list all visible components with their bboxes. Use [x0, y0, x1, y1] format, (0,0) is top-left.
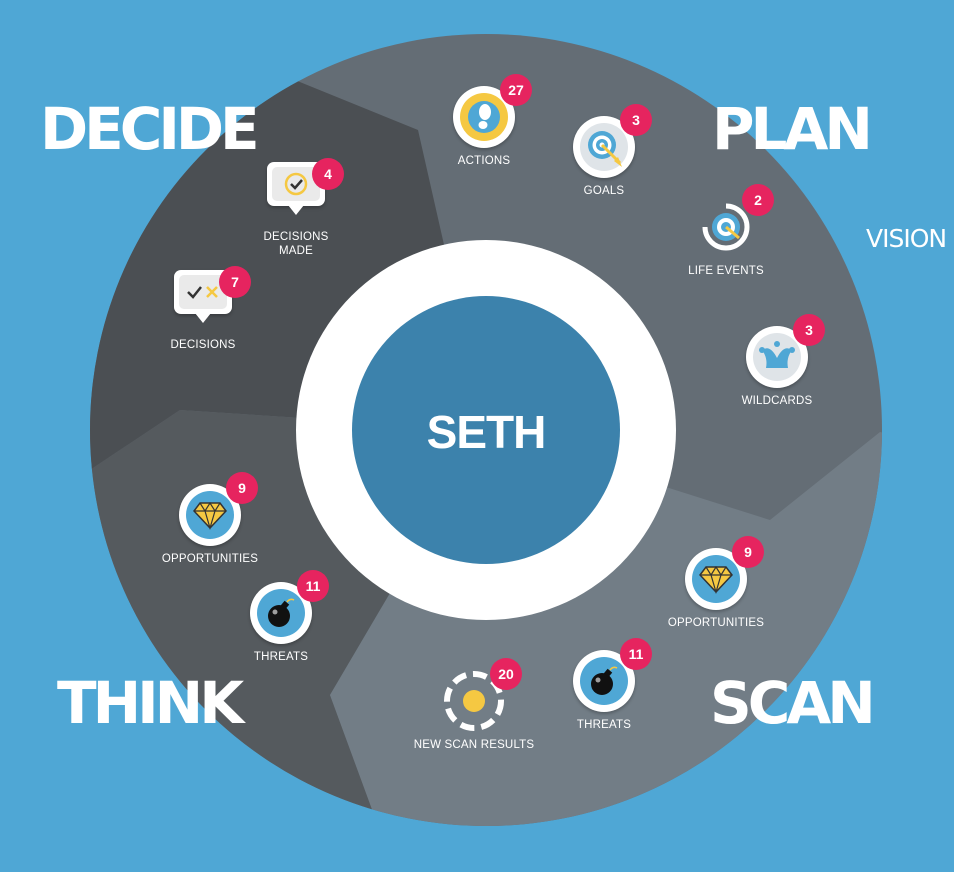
footprint-icon: [468, 101, 500, 133]
quadrant-label-scan[interactable]: SCAN: [710, 669, 876, 737]
life-events-count-badge: 2: [742, 184, 774, 216]
new-scan-results-label: NEW SCAN RESULTS: [413, 739, 535, 751]
decisions-item[interactable]: 7 DECISIONS: [123, 262, 283, 352]
goals-count-badge: 3: [620, 104, 652, 136]
scan-dots-icon: [444, 671, 504, 731]
scan-threats-label: THREATS: [576, 719, 632, 731]
target-swirl-icon: [702, 203, 750, 251]
scan-opportunities-count-badge: 9: [732, 536, 764, 568]
new-scan-results-item[interactable]: 20 NEW SCAN RESULTS: [394, 658, 554, 752]
bomb-icon: [268, 598, 295, 627]
new-scan-results-count-badge: 20: [490, 658, 522, 690]
decisions-count-badge: 7: [219, 266, 251, 298]
center-disc[interactable]: [352, 296, 620, 564]
life-events-item[interactable]: 2 LIFE EVENTS: [646, 184, 806, 278]
life-events-label: LIFE EVENTS: [688, 265, 764, 277]
scan-opportunities-label: OPPORTUNITIES: [667, 617, 765, 629]
quadrant-label-plan[interactable]: PLAN: [712, 95, 873, 163]
diamond-icon: [699, 565, 733, 594]
quadrant-label-think[interactable]: THINK: [57, 669, 244, 737]
wildcards-label: WILDCARDS: [741, 395, 813, 407]
quadrant-label-decide[interactable]: DECIDE: [40, 95, 260, 163]
check-bubble-icon: [284, 172, 308, 196]
decisions-made-label: DECISIONS MADE: [263, 231, 329, 257]
scan-threats-count-badge: 11: [620, 638, 652, 670]
scan-opportunities-item[interactable]: 9 OPPORTUNITIES: [636, 536, 796, 630]
think-threats-count-badge: 11: [297, 570, 329, 602]
target-arrow-icon: [588, 131, 622, 167]
actions-label: ACTIONS: [457, 155, 511, 167]
decisions-made-count-badge: 4: [312, 158, 344, 190]
diamond-icon: [193, 501, 227, 530]
goals-label: GOALS: [583, 185, 625, 197]
center-name: SETH: [426, 406, 547, 458]
wildcards-item[interactable]: 3 WILDCARDS: [697, 314, 857, 408]
bomb-icon: [591, 666, 618, 695]
think-threats-label: THREATS: [253, 651, 309, 663]
think-opportunities-item[interactable]: 9 OPPORTUNITIES: [130, 472, 290, 566]
decisions-made-item[interactable]: 4 DECISIONS MADE: [216, 154, 376, 258]
think-opportunities-label: OPPORTUNITIES: [161, 553, 259, 565]
think-threats-item[interactable]: 11 THREATS: [201, 570, 361, 664]
actions-count-badge: 27: [500, 74, 532, 106]
actions-item[interactable]: 27 ACTIONS: [404, 74, 564, 168]
think-opportunities-count-badge: 9: [226, 472, 258, 504]
jester-hat-icon: [759, 341, 795, 368]
goals-item[interactable]: 3 GOALS: [524, 104, 684, 198]
decisions-label: DECISIONS: [170, 339, 236, 351]
wildcards-count-badge: 3: [793, 314, 825, 346]
scan-threats-item[interactable]: 11 THREATS: [524, 638, 684, 732]
check-cross-bubble-icon: [187, 286, 218, 299]
side-label-vision[interactable]: VISION: [866, 224, 947, 253]
